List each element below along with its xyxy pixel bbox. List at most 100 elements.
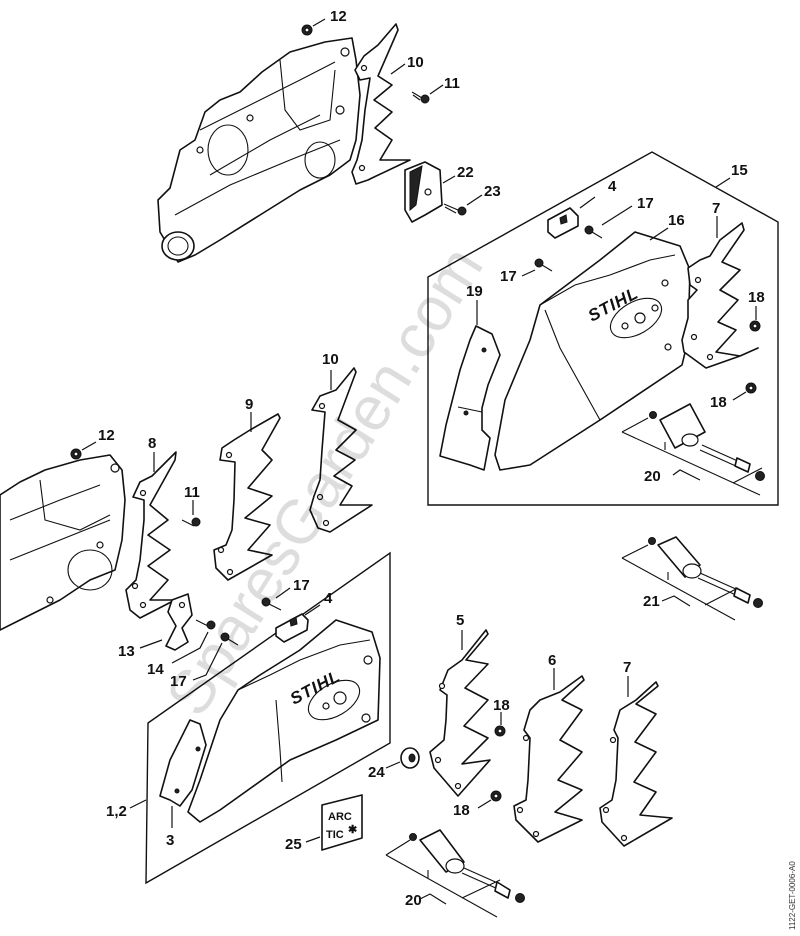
bumper-spike-7-top[interactable] — [681, 222, 759, 369]
screw-17-top-a[interactable] — [584, 225, 603, 239]
callout-19[interactable]: 19 — [466, 283, 483, 300]
leader-12-top — [312, 18, 326, 27]
callout-10-mid[interactable]: 10 — [322, 351, 339, 368]
callout-18-top-b[interactable]: 18 — [710, 394, 727, 411]
bumper-spike-7-low[interactable] — [599, 681, 673, 847]
callout-18-top-a[interactable]: 18 — [748, 289, 765, 306]
nut-18-top-b[interactable] — [745, 382, 757, 394]
nut-12-mid[interactable] — [70, 448, 82, 460]
tensioner-slide-4-mid[interactable] — [275, 613, 309, 643]
leader-11-top — [429, 84, 444, 95]
leader-22 — [442, 175, 456, 184]
leader-17-top-b — [521, 269, 536, 277]
callout-22[interactable]: 22 — [457, 164, 474, 181]
crankcase-middle[interactable] — [0, 454, 126, 631]
arctic-text-line2: TIC — [326, 829, 344, 841]
nut-12-top[interactable] — [301, 24, 313, 36]
nut-18-low-b[interactable] — [490, 790, 502, 802]
callout-11-mid[interactable]: 11 — [184, 484, 200, 501]
leader-4-top — [579, 196, 596, 209]
callout-6[interactable]: 6 — [548, 652, 556, 669]
leader-13 — [139, 639, 163, 649]
leader-18-top-b — [732, 391, 747, 401]
callout-7-top[interactable]: 7 — [712, 200, 720, 217]
callout-12-top[interactable]: 12 — [330, 8, 347, 25]
callout-11-top[interactable]: 11 — [444, 75, 460, 92]
leader-10-top — [390, 63, 406, 75]
side-plate-insert-3[interactable] — [159, 719, 207, 807]
nut-18-low-a[interactable] — [494, 725, 506, 737]
callout-21[interactable]: 21 — [643, 593, 660, 610]
bumper-spike-8[interactable] — [125, 451, 177, 619]
callout-17-low[interactable]: 17 — [170, 673, 187, 690]
callout-3[interactable]: 3 — [166, 832, 174, 849]
screw-11-mid[interactable] — [181, 517, 201, 527]
screw-17-mid[interactable] — [261, 597, 282, 611]
bumper-spike-9[interactable] — [213, 413, 281, 581]
screw-17-top-b[interactable] — [534, 258, 553, 272]
callout-16[interactable]: 16 — [668, 212, 685, 229]
tensioner-slide-4-top[interactable] — [547, 207, 579, 239]
screw-11-top[interactable] — [411, 91, 430, 104]
callout-13[interactable]: 13 — [118, 643, 135, 660]
leader-4-mid — [304, 604, 321, 616]
leader-12-mid — [81, 441, 97, 451]
callout-1-2[interactable]: 1,2 — [106, 803, 127, 820]
leader-25 — [305, 836, 321, 843]
leader-23 — [466, 194, 483, 206]
leader-16 — [649, 227, 669, 241]
collar-nut-24[interactable] — [400, 747, 420, 769]
chain-catcher-13[interactable] — [165, 593, 193, 651]
chain-catcher-22[interactable] — [404, 161, 443, 223]
nut-18-top-a[interactable] — [749, 320, 761, 332]
spacer-kit-20-low[interactable] — [385, 829, 525, 918]
leader-14 — [171, 631, 209, 664]
callout-7-low[interactable]: 7 — [623, 659, 631, 676]
screw-23[interactable] — [443, 203, 467, 216]
arctic-text-line1: ARC — [328, 811, 352, 823]
spacer-kit-20-top[interactable] — [621, 403, 765, 496]
leader-17-mid — [275, 587, 291, 599]
callout-4-mid[interactable]: 4 — [324, 590, 333, 607]
leader-20-low — [419, 893, 447, 905]
sprocket-cover-1-2[interactable]: STIHL — [187, 619, 381, 823]
callout-17-top-a[interactable]: 17 — [637, 195, 654, 212]
sprocket-cover-16[interactable]: STIHL — [494, 231, 691, 471]
callout-14[interactable]: 14 — [147, 661, 164, 678]
callout-23[interactable]: 23 — [484, 183, 501, 200]
crankcase-top[interactable] — [157, 37, 361, 263]
callout-12-mid[interactable]: 12 — [98, 427, 115, 444]
callout-25[interactable]: 25 — [285, 836, 302, 853]
leader-24 — [385, 761, 401, 769]
callout-15[interactable]: 15 — [731, 162, 748, 179]
callout-10-top[interactable]: 10 — [407, 54, 424, 71]
arctic-decal-25[interactable]: ARC TIC ✱ — [321, 794, 363, 851]
leader-17-top-a — [601, 205, 633, 226]
callout-18-low-b[interactable]: 18 — [453, 802, 470, 819]
side-plate-19[interactable] — [439, 325, 501, 471]
callout-18-low-a[interactable]: 18 — [493, 697, 510, 714]
callout-9[interactable]: 9 — [245, 396, 253, 413]
leader-21 — [661, 595, 691, 607]
spacer-kit-21[interactable] — [621, 536, 763, 621]
callout-5[interactable]: 5 — [456, 612, 464, 629]
bumper-spike-10-top[interactable] — [351, 23, 411, 185]
assembly-frame-1-2 — [145, 551, 391, 885]
callout-24[interactable]: 24 — [368, 764, 385, 781]
callout-20-low[interactable]: 20 — [405, 892, 422, 909]
callout-20-top[interactable]: 20 — [644, 468, 661, 485]
callout-4-top[interactable]: 4 — [608, 178, 617, 195]
document-id: 1122-GET-0006-A0 — [788, 861, 797, 930]
callout-17-mid[interactable]: 17 — [293, 577, 310, 594]
bumper-spike-6[interactable] — [513, 675, 585, 843]
screw-17-low[interactable] — [220, 632, 239, 646]
bumper-spike-5[interactable] — [429, 629, 491, 797]
leader-1-2 — [129, 799, 147, 809]
screw-14[interactable] — [195, 619, 216, 630]
callout-17-top-b[interactable]: 17 — [500, 268, 517, 285]
leader-17-low — [192, 642, 223, 681]
bumper-spike-10-mid[interactable] — [309, 367, 373, 533]
callout-8[interactable]: 8 — [148, 435, 156, 452]
assembly-frame-15 — [427, 151, 779, 506]
